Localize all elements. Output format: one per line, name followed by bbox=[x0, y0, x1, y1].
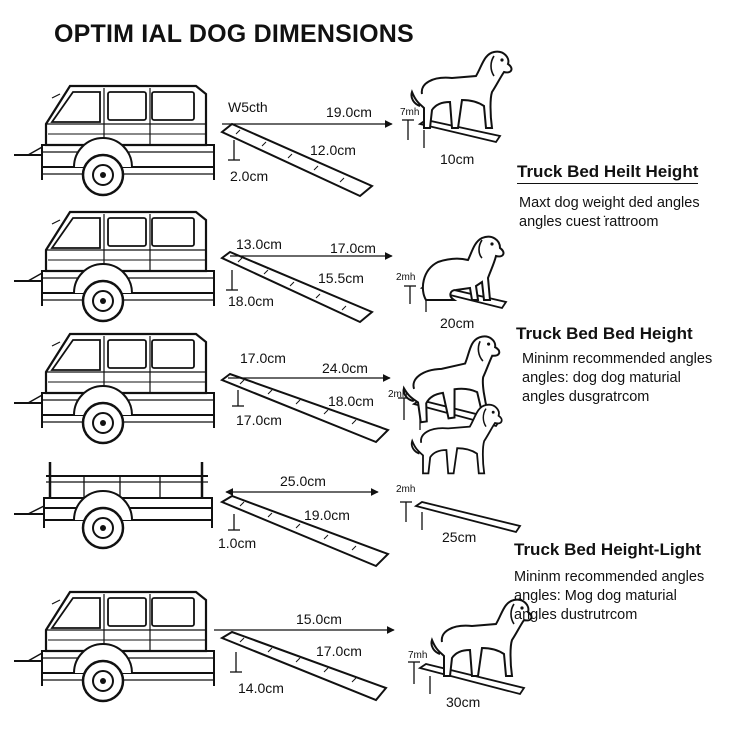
section-header: Truck Bed Bed Height bbox=[516, 324, 693, 343]
desc-line: angles dusgratrcom bbox=[522, 389, 650, 405]
row-5: 15.0cm 17.0cm 14.0cm 7mh 30cm bbox=[12, 590, 533, 710]
dim-label: 24.0cm bbox=[322, 360, 368, 376]
row-4: 25.0cm 19.0cm 1.0cm 2mh 25cm bbox=[12, 403, 522, 568]
section-description: Maxt dog weight ded angles angles cuest … bbox=[519, 194, 700, 232]
row-2: 13.0cm 17.0cm 15.5cm 18.0cm 2mh 20cm bbox=[12, 210, 508, 331]
dim-label: 19.0cm bbox=[326, 104, 372, 120]
desc-line: Mininm recommended angles bbox=[514, 569, 705, 585]
dim-label: 1.0cm bbox=[218, 535, 256, 551]
section-description: Mininm recommended angles angles: dog do… bbox=[522, 350, 712, 407]
dog-icon bbox=[421, 235, 505, 301]
van-icon bbox=[12, 84, 216, 197]
desc-line: Maxt dog weight ded angles bbox=[519, 195, 700, 211]
height-label: 7mh bbox=[408, 650, 427, 661]
dim-label: 17.0cm bbox=[240, 350, 286, 366]
row-1: W5cth 19.0cm 12.0cm 2.0cm 7mh 10cm bbox=[12, 50, 513, 198]
dim-label: 17.0cm bbox=[316, 643, 362, 659]
dim-label: 17.0cm bbox=[236, 412, 282, 428]
desc-line: angles dustrutrcom bbox=[514, 607, 638, 623]
van-icon bbox=[12, 210, 216, 323]
height-label: 2mh bbox=[396, 484, 415, 495]
ramp-icon bbox=[220, 122, 374, 198]
dim-label: 17.0cm bbox=[330, 240, 376, 256]
height-label: 7mh bbox=[400, 107, 419, 118]
dim-label: 20cm bbox=[440, 315, 474, 331]
desc-line: angles cuest ̇rattroom bbox=[519, 214, 659, 230]
dim-label: 30cm bbox=[446, 694, 480, 710]
ramp-icon bbox=[219, 630, 388, 702]
dim-label: 2.0cm bbox=[230, 168, 268, 184]
dim-label: 10cm bbox=[440, 151, 474, 167]
height-label: 2mh bbox=[396, 272, 415, 283]
section-header: Truck Bed Height-Light bbox=[514, 540, 701, 559]
dim-label: 13.0cm bbox=[236, 236, 282, 252]
desc-line: angles: Mog dog maturial bbox=[514, 588, 677, 604]
dim-label: 15.5cm bbox=[318, 270, 364, 286]
section-description: Mininm recommended angles angles: Mog do… bbox=[514, 568, 704, 625]
section-header: Truck Bed Heilt Height bbox=[517, 162, 699, 184]
dim-label: 12.0cm bbox=[310, 142, 356, 158]
page-title: OPTIM IAL DOG DIMENSIONS bbox=[54, 20, 414, 48]
dim-label: W5cth bbox=[228, 99, 268, 115]
van-icon bbox=[12, 332, 216, 445]
ramp-icon bbox=[219, 372, 390, 444]
dim-label: 18.0cm bbox=[228, 293, 274, 309]
dim-label: 15.0cm bbox=[296, 611, 342, 627]
height-label: 2mh bbox=[388, 389, 407, 400]
desc-line: Mininm recommended angles bbox=[522, 351, 713, 367]
mini-ramp-icon bbox=[400, 501, 522, 534]
dim-label: 25cm bbox=[442, 529, 476, 545]
ramp-icon bbox=[219, 494, 390, 568]
dim-label: 25.0cm bbox=[280, 473, 326, 489]
dim-label: 18.0cm bbox=[328, 393, 374, 409]
ramp-icon bbox=[220, 250, 374, 324]
dog-icon bbox=[410, 50, 513, 129]
van-icon bbox=[12, 590, 216, 703]
trailer-icon bbox=[12, 460, 214, 550]
dim-label: 14.0cm bbox=[238, 680, 284, 696]
desc-line: angles: dog dog maturial bbox=[522, 370, 681, 386]
dim-label: 19.0cm bbox=[304, 507, 350, 523]
